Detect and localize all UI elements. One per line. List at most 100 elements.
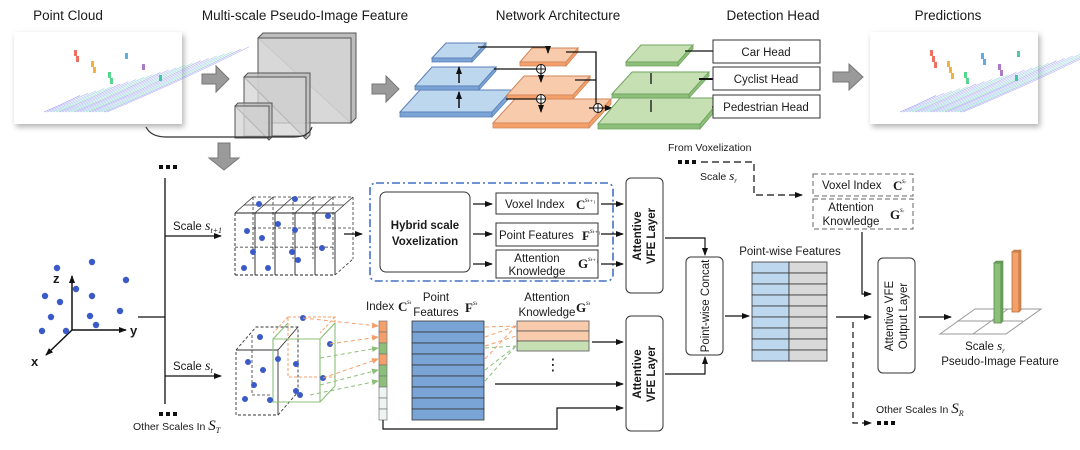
- pw-row-gray: [788, 338, 828, 351]
- point-features-box: Point Features F sₜ₊₁: [495, 222, 601, 247]
- attention-knowledge-sr-box: Attention Knowledge G sᵣ: [812, 198, 914, 230]
- point: [41, 292, 49, 300]
- svg-text:VFE Layer: VFE Layer: [646, 345, 658, 402]
- voxel-index-box: Voxel Index C sₜ₊₁: [495, 192, 599, 215]
- svg-text:sₜ: sₜ: [407, 298, 412, 306]
- mapping-arrow: [319, 368, 379, 386]
- point: [72, 285, 80, 293]
- svg-text:Features: Features: [413, 307, 459, 319]
- scan-line: [94, 55, 217, 113]
- scan-line: [932, 69, 1025, 113]
- mapping-line: [484, 345, 517, 371]
- index-cell: [378, 375, 388, 388]
- object-points: [930, 50, 933, 56]
- point: [245, 359, 251, 365]
- voxel-index-sr-box: Voxel Index C sᵣ: [812, 173, 914, 197]
- object-points: [1017, 51, 1020, 57]
- pw-row-gray: [788, 272, 828, 285]
- voxel-outline: [251, 335, 272, 396]
- scan-line: [82, 65, 185, 113]
- scan-line: [97, 53, 225, 113]
- point: [257, 334, 263, 340]
- title-multiscale: Multi-scale Pseudo-Image Feature: [202, 8, 408, 23]
- scan-line: [91, 58, 209, 113]
- svg-text:sₜ₊₁: sₜ₊₁: [590, 227, 601, 235]
- scale-t1-label: Scale st+1: [173, 219, 222, 235]
- object-points: [951, 73, 954, 79]
- mapping-arrow: [329, 334, 379, 345]
- network-architecture: [398, 41, 724, 131]
- other-scales-sr-label: Other Scales In SR: [876, 401, 964, 418]
- ellipsis-from: [678, 160, 696, 164]
- svg-text:Point Features: Point Features: [499, 230, 574, 242]
- svg-text:Attentive: Attentive: [632, 211, 644, 260]
- svg-text:C: C: [398, 299, 407, 314]
- pw-row-blue: [751, 305, 790, 318]
- object-points: [125, 53, 128, 59]
- svg-text:Knowledge: Knowledge: [823, 216, 880, 228]
- vdots: ⋮: [545, 357, 561, 374]
- object-points: [110, 78, 113, 84]
- point: [56, 298, 64, 306]
- index-column: [378, 320, 388, 421]
- svg-text:Output Layer: Output Layer: [898, 283, 910, 350]
- predictions-image: [870, 32, 1080, 124]
- scan-line: [962, 58, 1080, 113]
- pw-row-gray: [788, 294, 828, 307]
- pedestrian-head-label: Pedestrian Head: [723, 102, 809, 114]
- point: [122, 276, 130, 284]
- pseudo-image-feature-label: Pseudo-Image Feature: [941, 356, 1059, 368]
- scan-line: [43, 95, 81, 113]
- point: [242, 396, 248, 402]
- scan-line: [914, 83, 977, 113]
- scan-line: [67, 76, 145, 113]
- point: [275, 356, 281, 362]
- xyz-points: [38, 258, 130, 335]
- pedestrian-head-box: Pedestrian Head: [712, 94, 821, 119]
- svg-text:sₜ: sₜ: [586, 299, 591, 307]
- axis-x-label: x: [31, 354, 39, 369]
- scan-line: [920, 79, 993, 113]
- point: [293, 361, 299, 367]
- scan-line: [88, 60, 201, 113]
- scan-line: [899, 95, 937, 113]
- attentive-vfe-output-layer: Attentive VFE Output Layer: [877, 257, 916, 374]
- mapping-line: [484, 345, 517, 382]
- xyz-axes: z y x: [31, 271, 138, 369]
- object-points: [74, 50, 77, 56]
- point: [116, 307, 124, 315]
- svg-text:C: C: [893, 178, 902, 193]
- object-points: [966, 78, 969, 84]
- arrow-right-icon: [201, 64, 230, 94]
- object-points: [983, 59, 986, 65]
- scan-line: [950, 55, 1073, 113]
- index-label: Index: [366, 301, 394, 313]
- svg-text:Knowledge: Knowledge: [519, 307, 576, 319]
- point: [267, 397, 273, 403]
- pw-row-gray: [788, 283, 828, 296]
- scale-t-label: Scale st: [173, 359, 213, 375]
- car-head-box: Car Head: [712, 39, 821, 64]
- mapping-line: [484, 325, 517, 338]
- point: [53, 264, 61, 272]
- mapping-line: [484, 325, 517, 328]
- svg-text:F: F: [582, 228, 590, 243]
- scan-line: [935, 67, 1033, 113]
- point: [260, 367, 266, 373]
- pw-row-blue: [751, 261, 790, 274]
- svg-text:G: G: [890, 207, 900, 222]
- index-cell: [378, 353, 388, 366]
- title-point-cloud: Point Cloud: [33, 8, 103, 23]
- scan-line: [58, 83, 121, 113]
- point: [244, 228, 250, 234]
- scan-line: [70, 74, 153, 113]
- scan-line: [953, 53, 1080, 113]
- scan-line: [959, 57, 1080, 113]
- scan-line: [64, 79, 137, 113]
- object-points: [981, 53, 984, 59]
- point: [293, 388, 299, 394]
- index-cell: [378, 397, 388, 410]
- mapping-arrow: [322, 358, 379, 379]
- svg-text:sₜ: sₜ: [473, 299, 478, 307]
- svg-text:Attentive VFE: Attentive VFE: [884, 281, 896, 352]
